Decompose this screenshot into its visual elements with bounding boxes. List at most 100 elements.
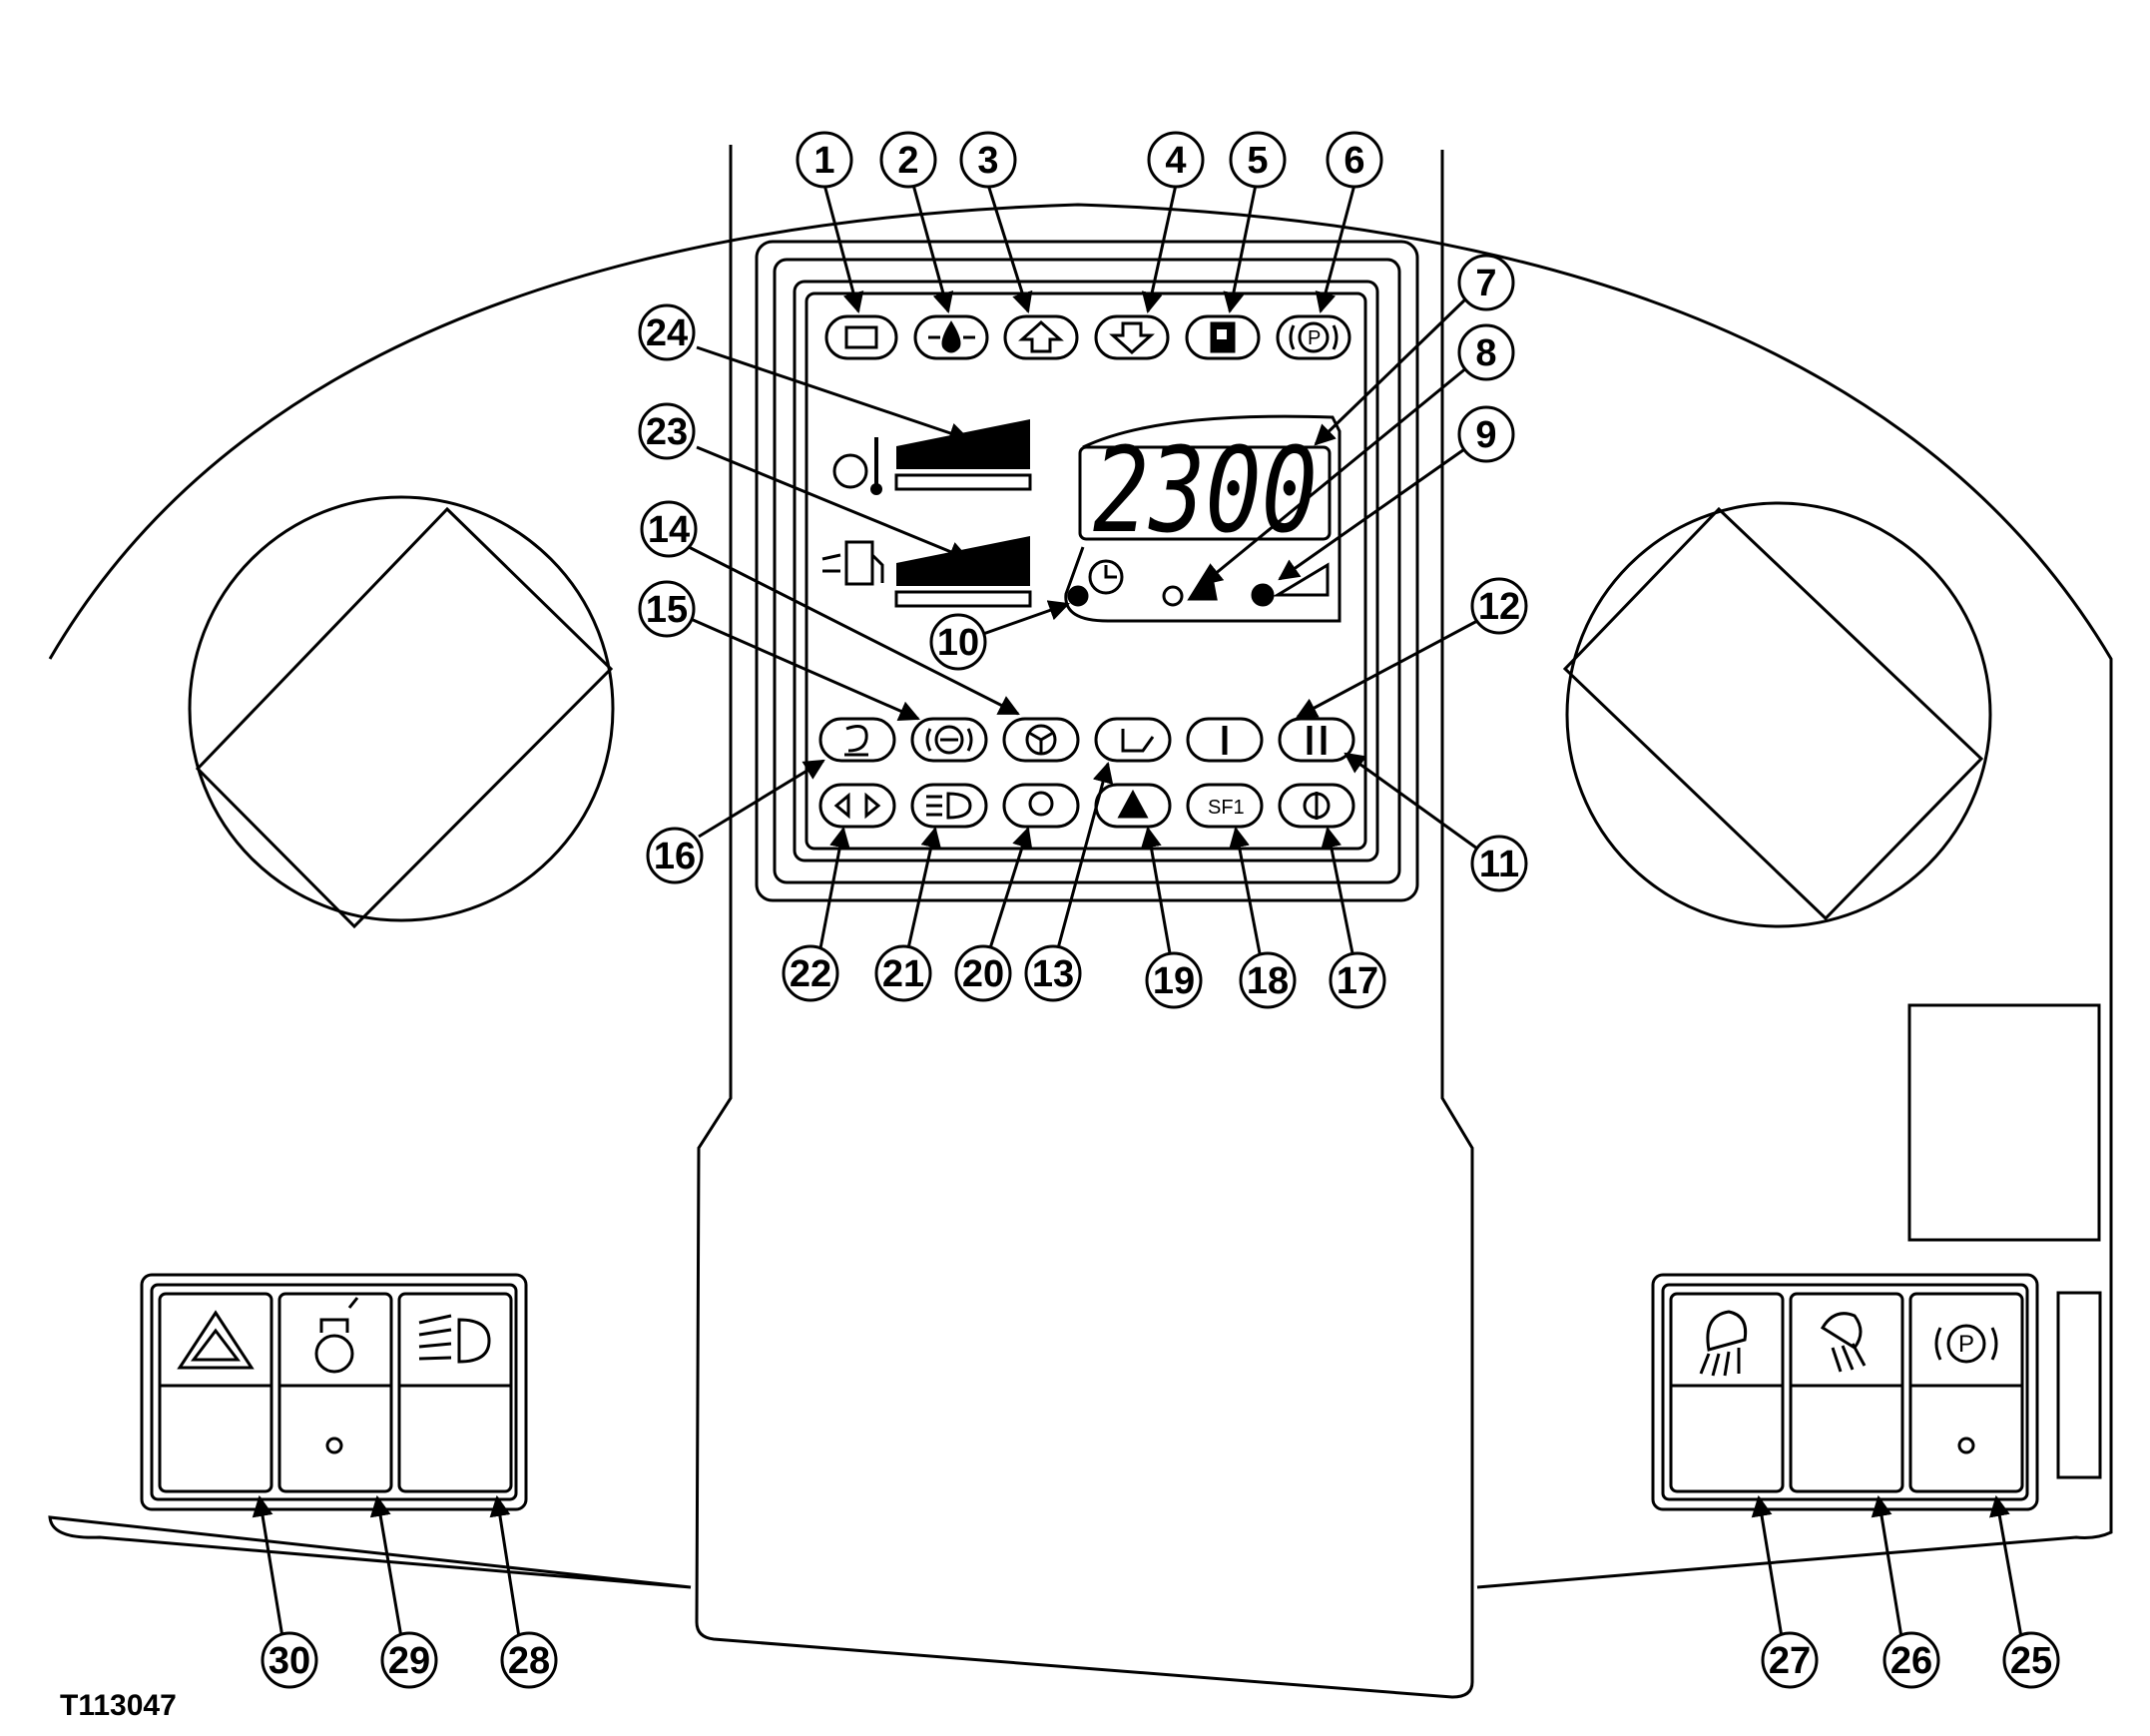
soft-key-label: SF1 bbox=[1208, 797, 1245, 819]
right-gauge-diamond bbox=[1562, 506, 1984, 921]
engine-coolant-indicator bbox=[1002, 783, 1080, 829]
callout-bubble-13 bbox=[1024, 944, 1082, 1002]
hydraulic-oil-indicator bbox=[1278, 783, 1355, 829]
rear-work-light-icon bbox=[1820, 1312, 1867, 1373]
arrow-down-icon bbox=[1109, 321, 1155, 355]
rotating-beacon-switch[interactable] bbox=[277, 1292, 393, 1493]
callout-bubble-28 bbox=[500, 1631, 558, 1689]
callout-bubble-2 bbox=[879, 131, 937, 189]
callout-bubble-8 bbox=[1457, 323, 1515, 381]
auto-shift-icon bbox=[844, 725, 868, 757]
monitor-screen bbox=[805, 291, 1367, 851]
hazard-switch[interactable] bbox=[158, 1292, 273, 1493]
turn-signal-icon bbox=[833, 792, 881, 820]
left-gauge-circle bbox=[188, 495, 615, 922]
callout-number: 27 bbox=[1769, 1640, 1811, 1682]
callout-number: 23 bbox=[646, 411, 688, 453]
callout-leader-30 bbox=[252, 1494, 284, 1638]
callout-leader-3 bbox=[986, 184, 1033, 314]
callout-bubble-23 bbox=[638, 402, 696, 460]
callout-number: 5 bbox=[1247, 140, 1268, 182]
callout-bubble-3 bbox=[959, 131, 1017, 189]
callout-number: 13 bbox=[1032, 953, 1074, 995]
brake-pressure-indicator bbox=[910, 717, 988, 763]
callout-bubble-24 bbox=[638, 303, 696, 361]
callout-bubble-9 bbox=[1457, 405, 1515, 463]
callout-bubble-12 bbox=[1470, 577, 1528, 635]
shift-up-indicator bbox=[1003, 314, 1079, 360]
callout-leader-8 bbox=[1201, 365, 1468, 586]
callout-leader-26 bbox=[1871, 1494, 1903, 1638]
callout-leader-21 bbox=[906, 826, 942, 949]
callout-number: 20 bbox=[962, 953, 1004, 995]
auto-shift-indicator bbox=[818, 717, 896, 763]
callout-bubble-10 bbox=[929, 613, 987, 671]
figure-code: T113047 bbox=[60, 1689, 177, 1722]
callout-leader-12 bbox=[1296, 619, 1478, 719]
callout-bubble-18 bbox=[1239, 951, 1297, 1009]
dashboard-outline bbox=[48, 203, 2113, 1589]
operator-seat-indicator bbox=[1094, 717, 1172, 763]
battery-indicator bbox=[824, 314, 898, 360]
callout-number: 6 bbox=[1344, 140, 1364, 182]
callout-leader-28 bbox=[489, 1494, 521, 1638]
callout-number: 30 bbox=[269, 1640, 310, 1682]
gear-one-indicator bbox=[1186, 717, 1264, 763]
callout-number: 24 bbox=[646, 312, 688, 354]
callout-bubble-11 bbox=[1470, 835, 1528, 892]
callout-bubble-30 bbox=[261, 1631, 318, 1689]
beacon-icon bbox=[314, 1334, 354, 1374]
front-work-light-switch[interactable] bbox=[1669, 1292, 1785, 1493]
coolant-temperature-icon bbox=[832, 453, 868, 489]
callout-bubble-14 bbox=[640, 500, 698, 558]
right-gauge-circle bbox=[1565, 501, 1992, 928]
headlight-icon bbox=[418, 1314, 491, 1364]
engine-speed-lamp bbox=[1251, 583, 1275, 607]
callout-leader-1 bbox=[822, 184, 864, 314]
callout-number: 19 bbox=[1153, 960, 1195, 1002]
park-brake-switch[interactable] bbox=[1908, 1292, 2024, 1493]
callout-leader-22 bbox=[818, 826, 850, 949]
callout-bubble-16 bbox=[646, 827, 704, 884]
hour-meter-value: 2300 bbox=[1093, 421, 1318, 559]
callout-bubble-21 bbox=[874, 944, 932, 1002]
rear-work-light-switch[interactable] bbox=[1789, 1292, 1904, 1493]
park-brake-indicator bbox=[1276, 314, 1351, 360]
callout-number: 15 bbox=[646, 589, 688, 631]
engine-oil-pressure-indicator bbox=[913, 314, 989, 360]
callout-bubble-15 bbox=[638, 580, 696, 638]
callout-number: 26 bbox=[1890, 1640, 1932, 1682]
callout-leader-10 bbox=[982, 600, 1070, 636]
park-brake-switch-led bbox=[1957, 1437, 1975, 1454]
callout-number: 18 bbox=[1247, 960, 1289, 1002]
callout-leader-7 bbox=[1314, 297, 1467, 446]
callout-number: 12 bbox=[1478, 586, 1520, 628]
operator-seat-icon bbox=[1121, 729, 1155, 753]
engine-speed-icon bbox=[1272, 562, 1330, 597]
hour-meter-frame bbox=[1078, 445, 1332, 541]
seat-belt-icon bbox=[1117, 789, 1149, 819]
high-beam-indicator bbox=[910, 783, 988, 829]
battery-icon bbox=[844, 325, 878, 349]
callout-bubble-29 bbox=[380, 1631, 438, 1689]
callout-number: 10 bbox=[937, 622, 979, 664]
blank-plate-upper bbox=[1907, 1003, 2101, 1242]
callout-number: 8 bbox=[1475, 332, 1496, 374]
callout-number: 4 bbox=[1165, 140, 1186, 182]
headlight-switch[interactable] bbox=[397, 1292, 513, 1493]
callout-number: 14 bbox=[648, 509, 690, 551]
callout-bubble-4 bbox=[1147, 131, 1205, 189]
coolant-temperature-gauge bbox=[832, 419, 1032, 495]
callout-leader-4 bbox=[1141, 184, 1178, 314]
park-brake-icon bbox=[1298, 321, 1330, 353]
callout-leader-18 bbox=[1229, 826, 1262, 954]
clock-hands bbox=[1104, 565, 1117, 579]
monitor-outer-frame bbox=[755, 240, 1419, 902]
callout-leader-20 bbox=[988, 826, 1033, 949]
callout-number: 9 bbox=[1475, 414, 1496, 456]
brake-pressure-icon bbox=[934, 725, 964, 755]
fuel-pump-icon bbox=[844, 540, 874, 586]
soft-key-indicator bbox=[1186, 783, 1264, 829]
